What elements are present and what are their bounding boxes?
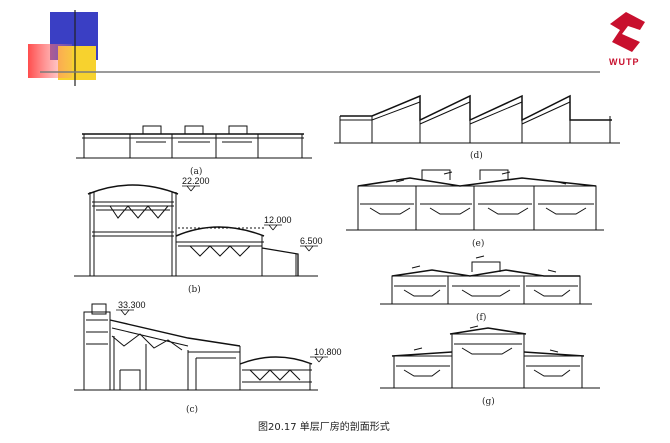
section-c <box>74 303 318 391</box>
label-e: (e) <box>472 238 484 249</box>
section-c-dims <box>116 309 328 363</box>
dim-c-1: 33.300 <box>118 300 146 310</box>
section-d <box>334 94 620 144</box>
label-a: (a) <box>190 166 202 177</box>
section-g <box>380 325 600 389</box>
red-bar <box>28 44 72 78</box>
label-f: (f) <box>476 312 486 323</box>
label-c: (c) <box>186 404 198 415</box>
section-e <box>346 169 604 231</box>
dim-b-2: 12.000 <box>264 215 292 225</box>
section-f <box>380 255 592 305</box>
label-g: (g) <box>482 396 495 407</box>
label-b: (b) <box>188 284 201 295</box>
header-decoration <box>28 10 600 86</box>
logo-mark-icon <box>610 12 645 52</box>
section-b <box>74 184 318 277</box>
dim-b-1: 22.200 <box>182 176 210 186</box>
wutp-logo: WUTP <box>609 12 645 67</box>
dim-b-3: 6.500 <box>300 236 323 246</box>
label-d: (d) <box>470 150 483 161</box>
section-a <box>76 125 312 159</box>
logo-text: WUTP <box>609 57 640 67</box>
section-b-dims <box>182 185 318 252</box>
dim-c-2: 10.800 <box>314 347 342 357</box>
figure-caption: 图20.17 单层厂房的剖面形式 <box>258 420 390 433</box>
